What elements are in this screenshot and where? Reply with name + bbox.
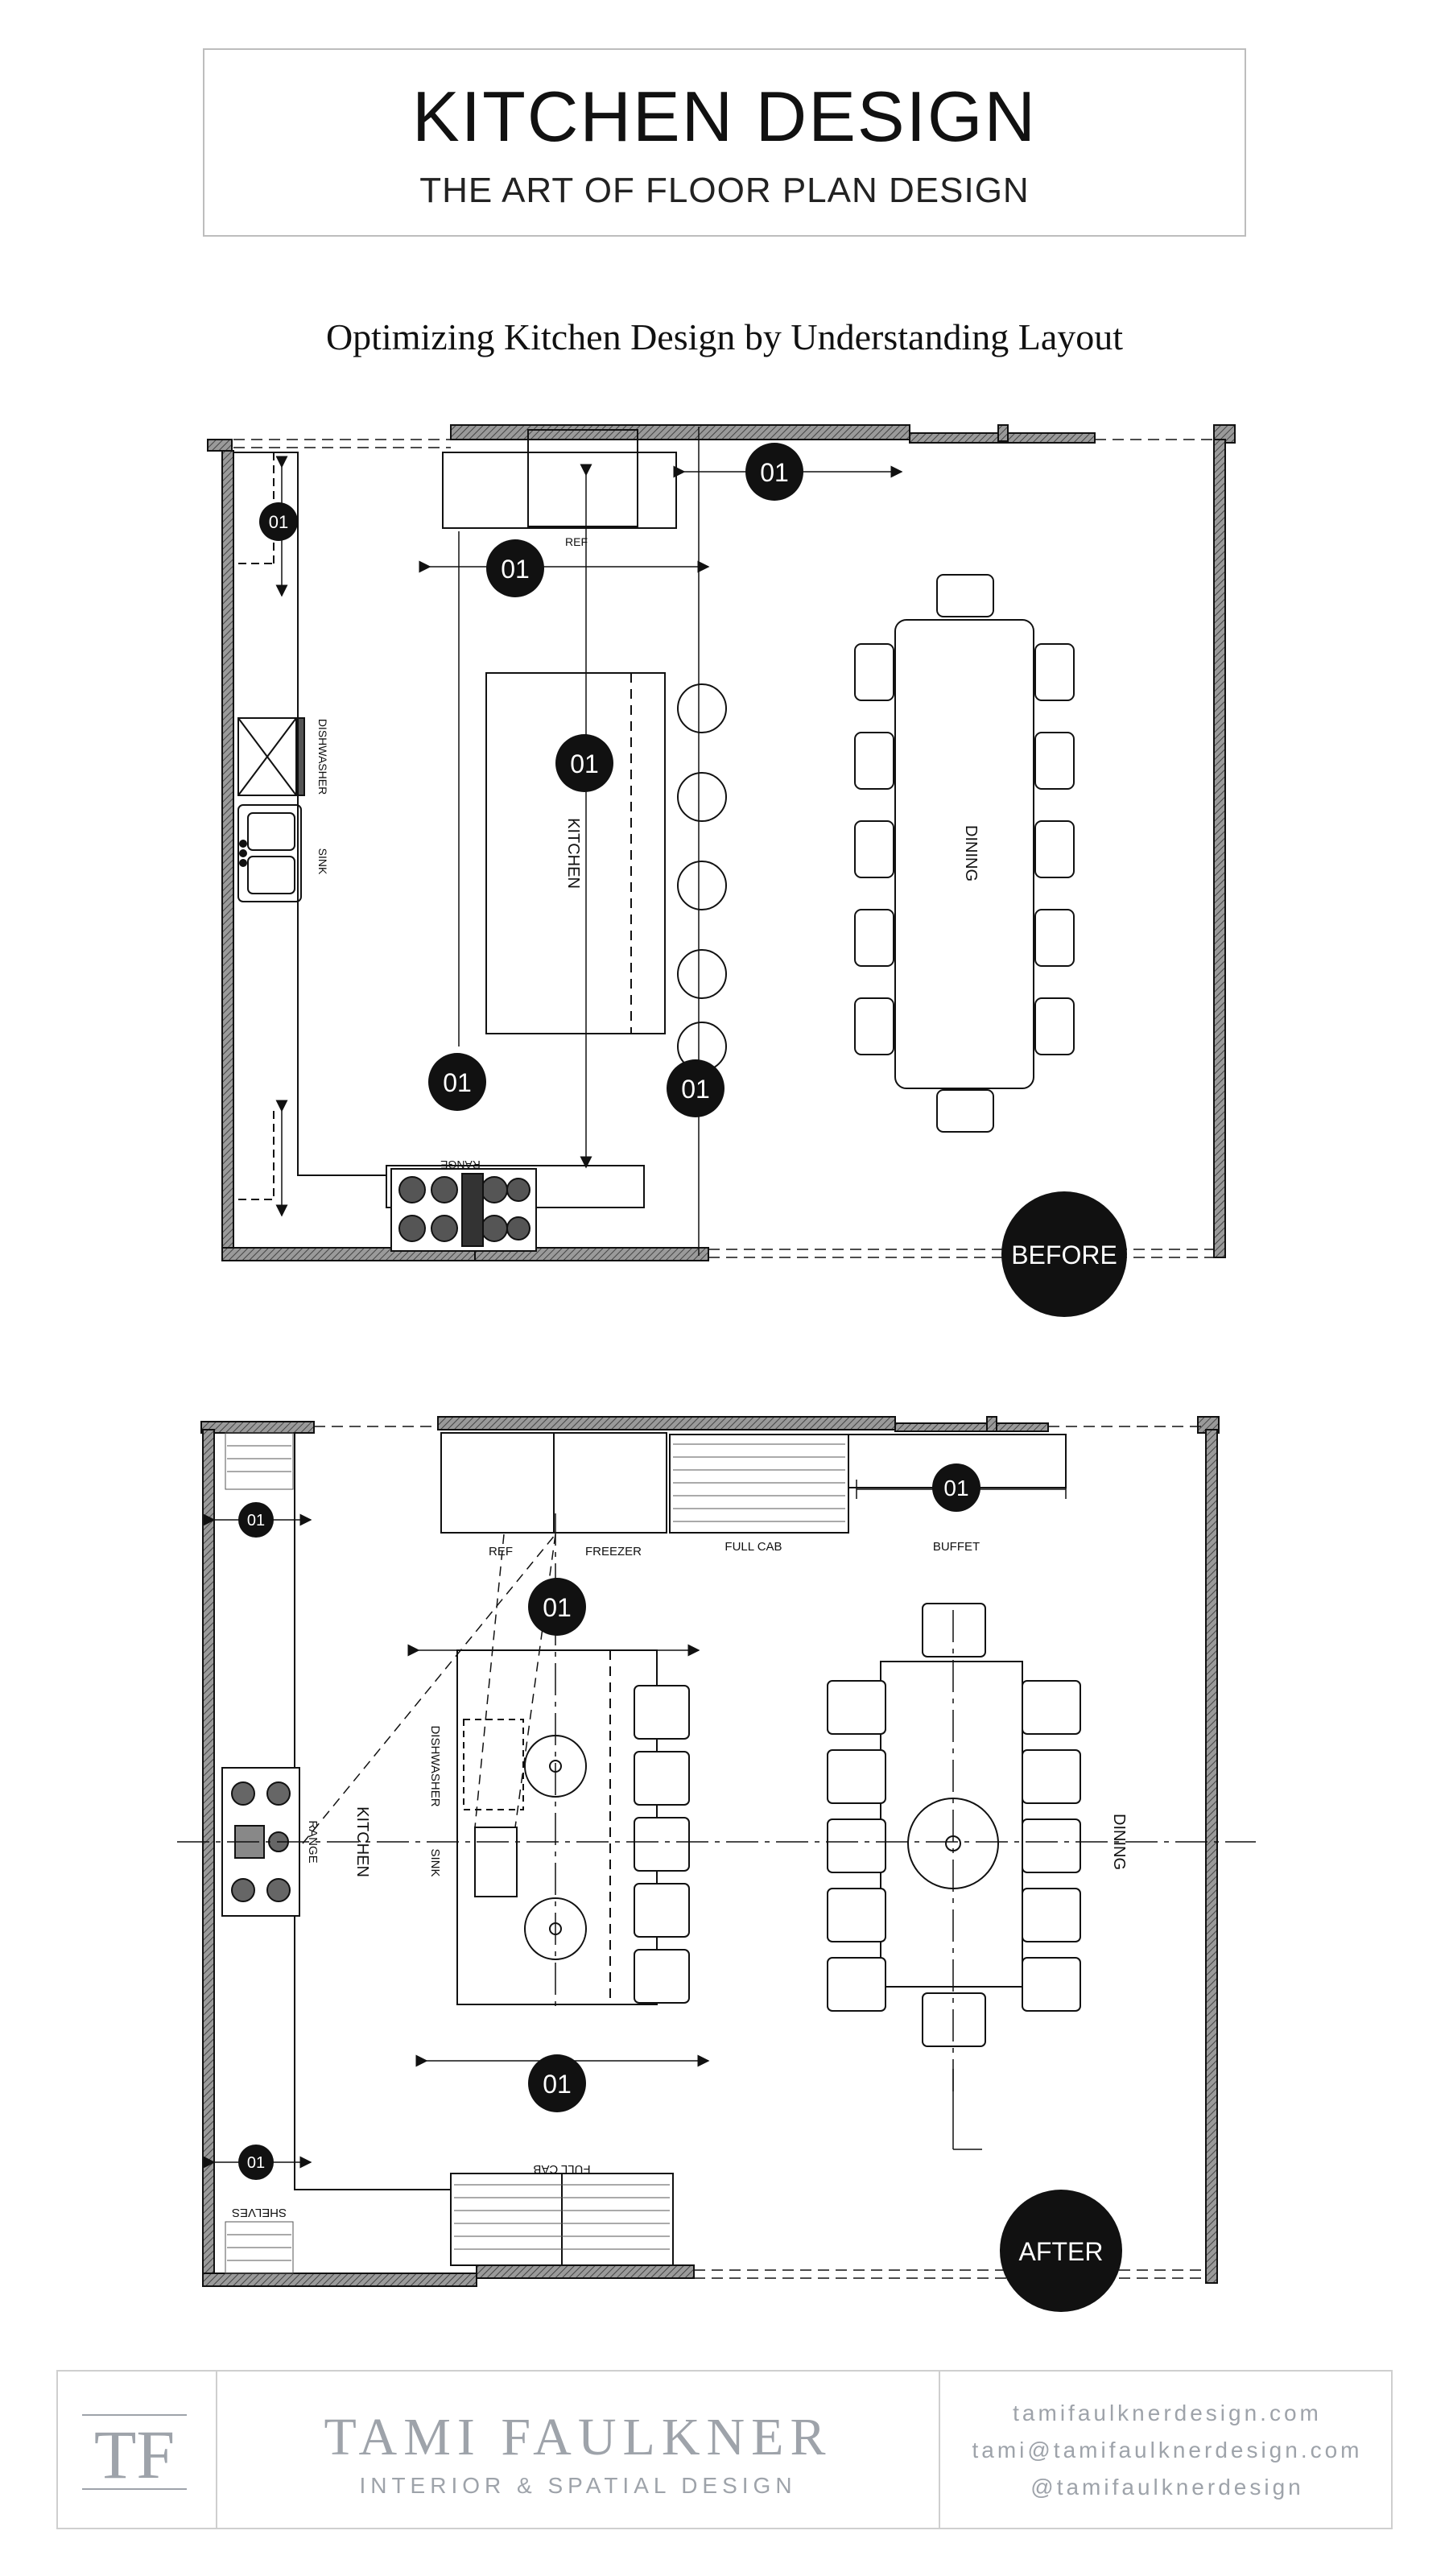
page-title: KITCHEN DESIGN	[411, 76, 1038, 156]
footer: TF TAMI FAULKNER INTERIOR & SPATIAL DESI…	[56, 2370, 1393, 2529]
footer-divider	[216, 2372, 217, 2528]
after-walls	[200, 1416, 1220, 2287]
after-marker-5: 01	[247, 2154, 265, 2172]
after-buffet-label: BUFFET	[933, 1540, 980, 1554]
after-badge-label: AFTER	[1019, 2237, 1104, 2266]
before-range-label: RANGE	[440, 1158, 481, 1171]
after-stools	[634, 1685, 690, 2004]
before-marker-4: 01	[570, 749, 599, 778]
monogram-logo: TF	[82, 2414, 187, 2493]
after-range-label: RANGE	[306, 1820, 320, 1863]
before-badge-label: BEFORE	[1011, 1241, 1117, 1269]
before-sink-label: SINK	[316, 848, 329, 875]
before-badge: BEFORE	[1001, 1191, 1127, 1317]
before-dishwasher-label: DISHWASHER	[316, 719, 329, 795]
before-marker-6: 01	[681, 1075, 710, 1104]
before-dimensions	[275, 427, 903, 1256]
after-floor-plan: REF FREEZER FULL CAB BUFFET DISHWASHER S…	[177, 1416, 1256, 2312]
after-marker-3: 01	[543, 1593, 572, 1622]
monogram-text: TF	[94, 2416, 175, 2493]
after-dishwasher-label: DISHWASHER	[428, 1725, 442, 1806]
after-ref-label: REF	[489, 1545, 513, 1558]
after-kitchen-label: KITCHEN	[353, 1806, 371, 1877]
before-range	[390, 1168, 537, 1252]
after-sink-label: SINK	[428, 1848, 442, 1876]
after-full-cab-bottom	[454, 2184, 670, 2250]
before-dining-chairs	[854, 574, 1075, 1133]
before-marker-1: 01	[269, 512, 288, 532]
after-full-cab-top-label: FULL CAB	[724, 1540, 782, 1554]
before-dining-label: DINING	[962, 825, 980, 881]
page-subtitle: THE ART OF FLOOR PLAN DESIGN	[419, 171, 1030, 210]
before-island	[485, 672, 666, 1034]
after-full-cab-bottom-label: FULL CAB	[533, 2162, 590, 2176]
after-marker-4: 01	[543, 2070, 572, 2099]
after-dining-label: DINING	[1110, 1814, 1128, 1870]
before-kitchen-label: KITCHEN	[564, 818, 582, 889]
after-shelves	[225, 1432, 294, 2274]
brand-tagline: INTERIOR & SPATIAL DESIGN	[359, 2473, 797, 2498]
after-freezer-label: FREEZER	[585, 1545, 642, 1558]
after-full-cab-top	[673, 1443, 845, 1522]
after-dimensions	[177, 1480, 1256, 2169]
before-dining-table	[894, 619, 1034, 1089]
intro-heading: Optimizing Kitchen Design by Understandi…	[325, 316, 1124, 357]
after-markers: 01 01 01 01 01	[238, 1463, 980, 2180]
social-handle[interactable]: @tamifaulknerdesign	[1030, 2475, 1304, 2500]
after-marker-2: 01	[943, 1476, 968, 1501]
after-shelves-label: SHELVES	[232, 2206, 287, 2219]
before-floor-plan: REF DISHWASHER SINK RANGE KITCHEN DINING…	[207, 424, 1236, 1317]
after-dining-table	[880, 1661, 1023, 1988]
after-badge: AFTER	[1000, 2190, 1122, 2312]
before-walls	[207, 424, 1236, 1261]
after-dining-chairs	[827, 1603, 1081, 2047]
before-marker-3: 01	[760, 458, 789, 487]
after-marker-1: 01	[247, 1512, 265, 1530]
before-marker-5: 01	[443, 1068, 472, 1097]
before-sink	[237, 804, 302, 902]
brand-name: TAMI FAULKNER	[324, 2408, 832, 2467]
before-dishwasher	[237, 717, 305, 796]
before-counters	[233, 429, 677, 1208]
before-ref-label: REF	[565, 535, 588, 548]
before-markers: 01 01 01 01 01 01	[259, 443, 803, 1117]
before-marker-2: 01	[501, 555, 530, 584]
footer-divider	[939, 2372, 940, 2528]
before-stools	[677, 683, 727, 1071]
website-link[interactable]: tamifaulknerdesign.com	[1013, 2401, 1322, 2425]
email-link[interactable]: tami@tamifaulknerdesign.com	[972, 2438, 1363, 2462]
header-box: KITCHEN DESIGN THE ART OF FLOOR PLAN DES…	[203, 48, 1246, 237]
